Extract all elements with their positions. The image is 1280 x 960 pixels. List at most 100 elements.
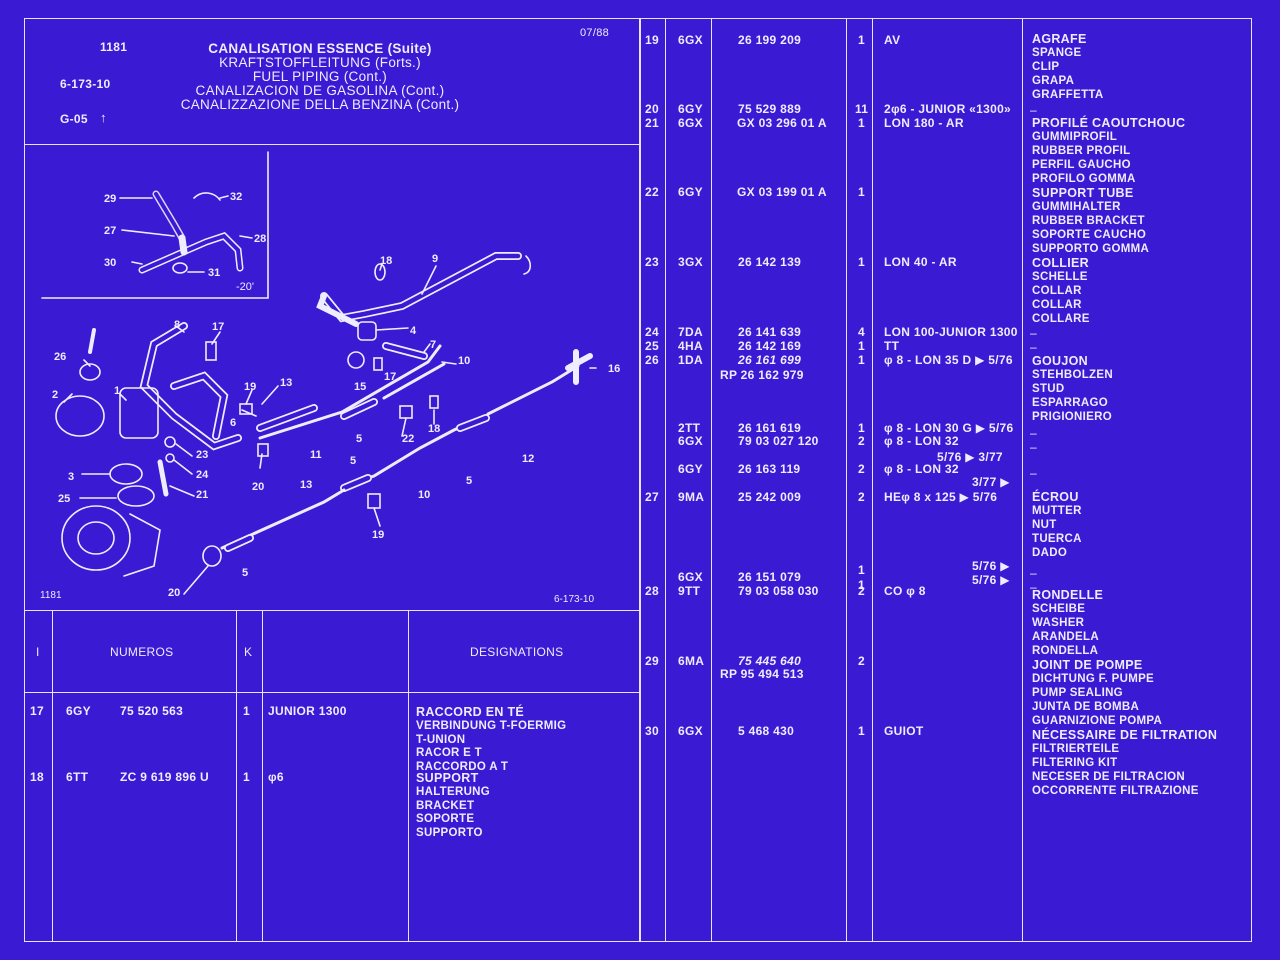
svg-text:31: 31 bbox=[208, 267, 220, 279]
right-row-index: 27 bbox=[645, 490, 659, 504]
row-part-number: ZC 9 619 896 U bbox=[120, 770, 209, 784]
right-row-part-number: GX 03 296 01 A bbox=[737, 116, 827, 130]
row-code: 6GY bbox=[66, 704, 91, 718]
right-row-part-number: 25 242 009 bbox=[738, 490, 802, 504]
header-date: 07/88 bbox=[580, 27, 610, 39]
right-row-spec: LON 100-JUNIOR 1300 bbox=[884, 325, 1018, 339]
right-row-spec: LON 40 - AR bbox=[884, 255, 957, 269]
svg-text:23: 23 bbox=[196, 449, 208, 461]
col-divider bbox=[872, 18, 874, 942]
right-row-index: 21 bbox=[645, 116, 659, 130]
svg-text:9: 9 bbox=[432, 253, 438, 265]
diagram-callouts: 29 27 30 31 32 28 -20' 8 17 18 9 4 7 10 … bbox=[40, 191, 620, 605]
table-header-divider bbox=[24, 692, 640, 694]
svg-text:2: 2 bbox=[52, 389, 58, 401]
designation-line: PRIGIONIERO bbox=[1032, 410, 1112, 423]
right-row-part-number: RP 26 162 979 bbox=[720, 368, 804, 382]
stud-30 bbox=[88, 328, 96, 354]
right-row-spec: φ 8 - LON 35 D ▶ 5/76 bbox=[884, 353, 1013, 367]
right-row-qty: 1 bbox=[858, 255, 865, 269]
right-row-qty: 1 bbox=[858, 724, 865, 738]
collar-15 bbox=[347, 351, 365, 369]
right-row-code: 7DA bbox=[678, 325, 703, 339]
right-row-spec: 2φ6 - JUNIOR «1300» bbox=[884, 102, 1012, 116]
right-row-part-number: 79 03 027 120 bbox=[738, 434, 819, 448]
svg-text:6: 6 bbox=[230, 417, 236, 429]
svg-text:26: 26 bbox=[54, 351, 66, 363]
designation-line: JUNTA DE BOMBA bbox=[1032, 700, 1140, 713]
col-divider bbox=[236, 610, 238, 942]
filter-cup bbox=[79, 363, 101, 381]
pump-cover bbox=[55, 395, 105, 437]
right-row-code: 9MA bbox=[678, 490, 705, 504]
designation-dash: – bbox=[1030, 326, 1037, 340]
svg-text:28: 28 bbox=[254, 233, 266, 245]
right-row-part-number: 26 142 139 bbox=[738, 255, 802, 269]
right-row-code: 6MA bbox=[678, 654, 705, 668]
right-row-index: 22 bbox=[645, 185, 659, 199]
row-designation-line: HALTERUNG bbox=[416, 786, 491, 798]
right-row-spec: 3/77 ▶ bbox=[972, 475, 1010, 489]
designation-line: OCCORRENTE FILTRAZIONE bbox=[1032, 784, 1199, 797]
row-qty: 1 bbox=[243, 704, 250, 718]
right-row-part-number: 26 161 699 bbox=[738, 353, 802, 367]
engine-block bbox=[61, 505, 131, 571]
right-row-code: 6GX bbox=[678, 434, 703, 448]
designation-line: COLLARE bbox=[1032, 312, 1090, 325]
fuel-hose-inner bbox=[171, 373, 227, 439]
svg-text:29: 29 bbox=[104, 193, 116, 205]
designation-dash: – bbox=[1030, 103, 1037, 117]
right-row-spec: 5/76 ▶ bbox=[972, 559, 1010, 573]
right-row-index: 26 bbox=[645, 353, 659, 367]
svg-text:1181: 1181 bbox=[40, 590, 62, 601]
pump-gasket bbox=[109, 463, 143, 485]
designation-line: RUBBER BRACKET bbox=[1032, 214, 1145, 227]
right-row-code: 6GY bbox=[678, 462, 703, 476]
row-spec: JUNIOR 1300 bbox=[268, 704, 347, 718]
designation-line: WASHER bbox=[1032, 616, 1085, 629]
right-row-qty: 1 bbox=[858, 33, 865, 47]
designation-line: PROFILO GOMMA bbox=[1032, 172, 1136, 185]
right-row-code: 6GY bbox=[678, 102, 703, 116]
svg-text:13: 13 bbox=[300, 479, 312, 491]
title-en: FUEL PIPING (Cont.) bbox=[252, 69, 388, 84]
svg-text:18: 18 bbox=[380, 255, 392, 267]
designation-head: PROFILÉ CAOUTCHOUC bbox=[1032, 116, 1186, 130]
col-divider bbox=[408, 610, 410, 942]
row-index: 18 bbox=[30, 770, 44, 784]
designation-dash: – bbox=[1030, 440, 1037, 454]
designation-dash: – bbox=[1030, 340, 1037, 354]
designation-line: SCHEIBE bbox=[1032, 603, 1086, 615]
svg-text:11: 11 bbox=[310, 449, 322, 461]
svg-text:19: 19 bbox=[244, 381, 256, 393]
designation-line: FILTERING KIT bbox=[1032, 756, 1118, 769]
designation-line: SCHELLE bbox=[1032, 271, 1088, 283]
fuel-pipe-inner bbox=[321, 253, 521, 321]
right-row-part-number: 26 141 639 bbox=[738, 325, 802, 339]
col-divider bbox=[1022, 18, 1024, 942]
nut-27 bbox=[164, 436, 176, 448]
row-qty: 1 bbox=[243, 770, 250, 784]
svg-text:4: 4 bbox=[410, 325, 417, 337]
right-row-spec: φ 8 - LON 32 bbox=[884, 462, 959, 476]
support-22 bbox=[399, 405, 413, 419]
designation-line: GUARNIZIONE POMPA bbox=[1032, 714, 1163, 727]
right-row-qty: 2 bbox=[858, 490, 865, 504]
right-row-qty: 1 bbox=[858, 578, 865, 592]
right-row-spec: φ 8 - LON 30 G ▶ 5/76 bbox=[884, 421, 1014, 435]
pipe-12 bbox=[486, 364, 580, 416]
svg-text:22: 22 bbox=[402, 433, 414, 445]
right-row-part-number: RP 95 494 513 bbox=[720, 667, 804, 681]
svg-text:6-173-10: 6-173-10 bbox=[554, 594, 594, 605]
right-row-code: 3GX bbox=[678, 255, 703, 269]
right-row-qty: 1 bbox=[858, 421, 865, 435]
svg-text:21: 21 bbox=[196, 489, 208, 501]
right-row-code: 9TT bbox=[678, 584, 701, 598]
svg-text:10: 10 bbox=[418, 489, 430, 501]
clip-21 bbox=[205, 341, 217, 361]
svg-text:30: 30 bbox=[104, 257, 116, 269]
right-row-index: 24 bbox=[645, 325, 659, 339]
filter-4 bbox=[357, 321, 377, 341]
col-divider bbox=[262, 610, 264, 942]
support-20 bbox=[367, 493, 381, 509]
